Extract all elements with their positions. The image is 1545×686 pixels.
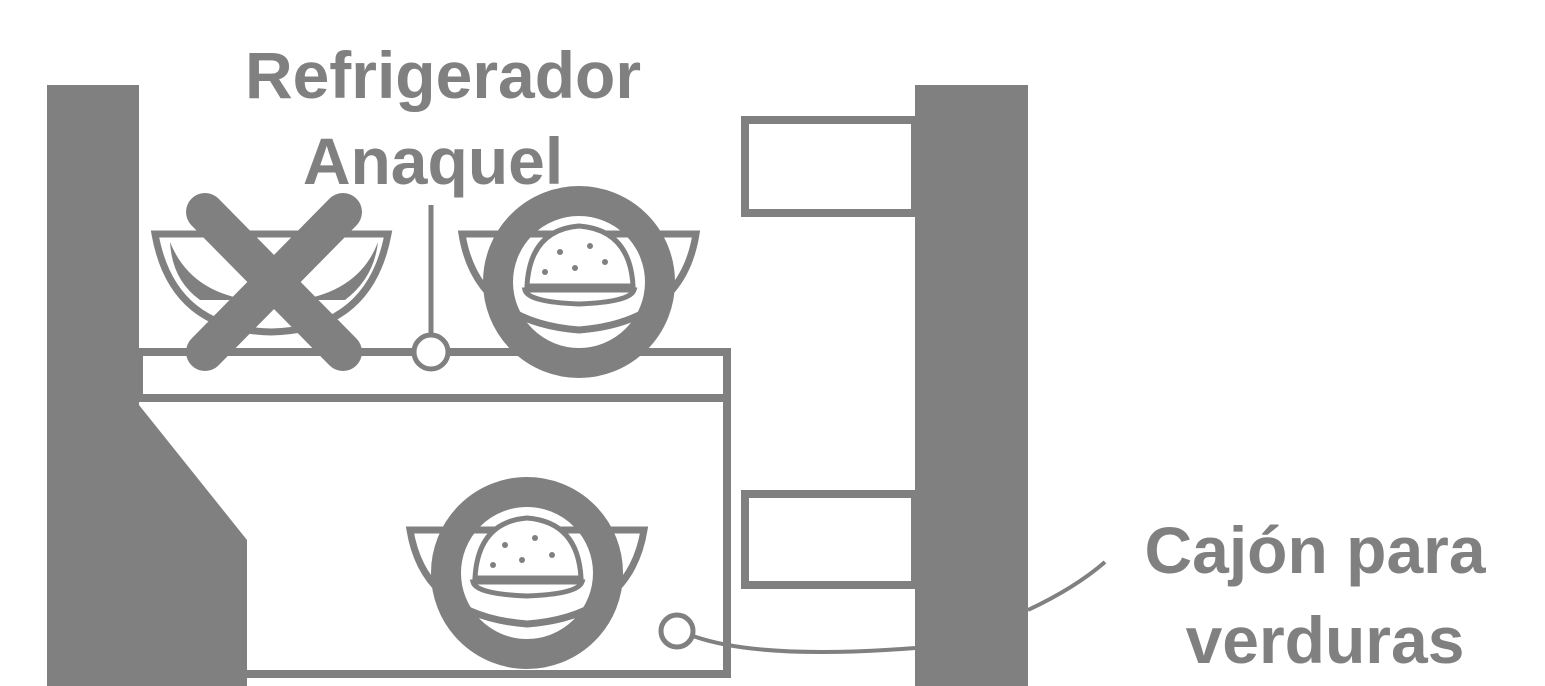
food-dome: [524, 223, 636, 289]
food-dot: [519, 557, 525, 563]
drawer-front-panel: [139, 405, 247, 686]
bowl-shadow-right: [300, 242, 378, 300]
left-wall: [47, 85, 139, 686]
food-dot: [490, 562, 496, 568]
food-base: [521, 287, 638, 307]
food-dot: [572, 265, 578, 271]
food-dot: [502, 542, 508, 548]
door-wall: [915, 85, 1028, 686]
drawer-leader-line-outer: [1027, 560, 1107, 612]
drawer-label-line2: verduras: [1186, 603, 1465, 677]
vegetable-drawer: [139, 394, 731, 678]
cross-stroke-b: [186, 193, 362, 371]
door-bin-lower: [741, 490, 919, 589]
highlight-ring: [431, 477, 623, 669]
circled-bowl-icon: [457, 186, 701, 378]
circled-bowl-icon: [405, 477, 649, 669]
food-dot: [532, 535, 538, 541]
food-dot: [587, 243, 593, 249]
food-base: [469, 579, 586, 599]
bowl-shadow: [170, 242, 250, 300]
door-bin-upper: [741, 116, 919, 217]
highlight-ring: [483, 186, 675, 378]
food-dome: [472, 515, 584, 581]
drawer-leader-dot: [658, 612, 696, 650]
shelf-leader-dot: [411, 332, 451, 372]
drawer-leader-line: [692, 634, 916, 654]
food-dot: [602, 259, 608, 265]
food-dot: [557, 249, 563, 255]
shelf-label-line2: Anaquel: [303, 124, 563, 198]
food-dot: [542, 269, 548, 275]
cross-out-bowl-icon: [150, 193, 393, 371]
shelf-label-line1: Refrigerador: [245, 38, 641, 112]
drawer-label-line1: Cajón para: [1144, 513, 1486, 587]
food-dot: [549, 552, 555, 558]
